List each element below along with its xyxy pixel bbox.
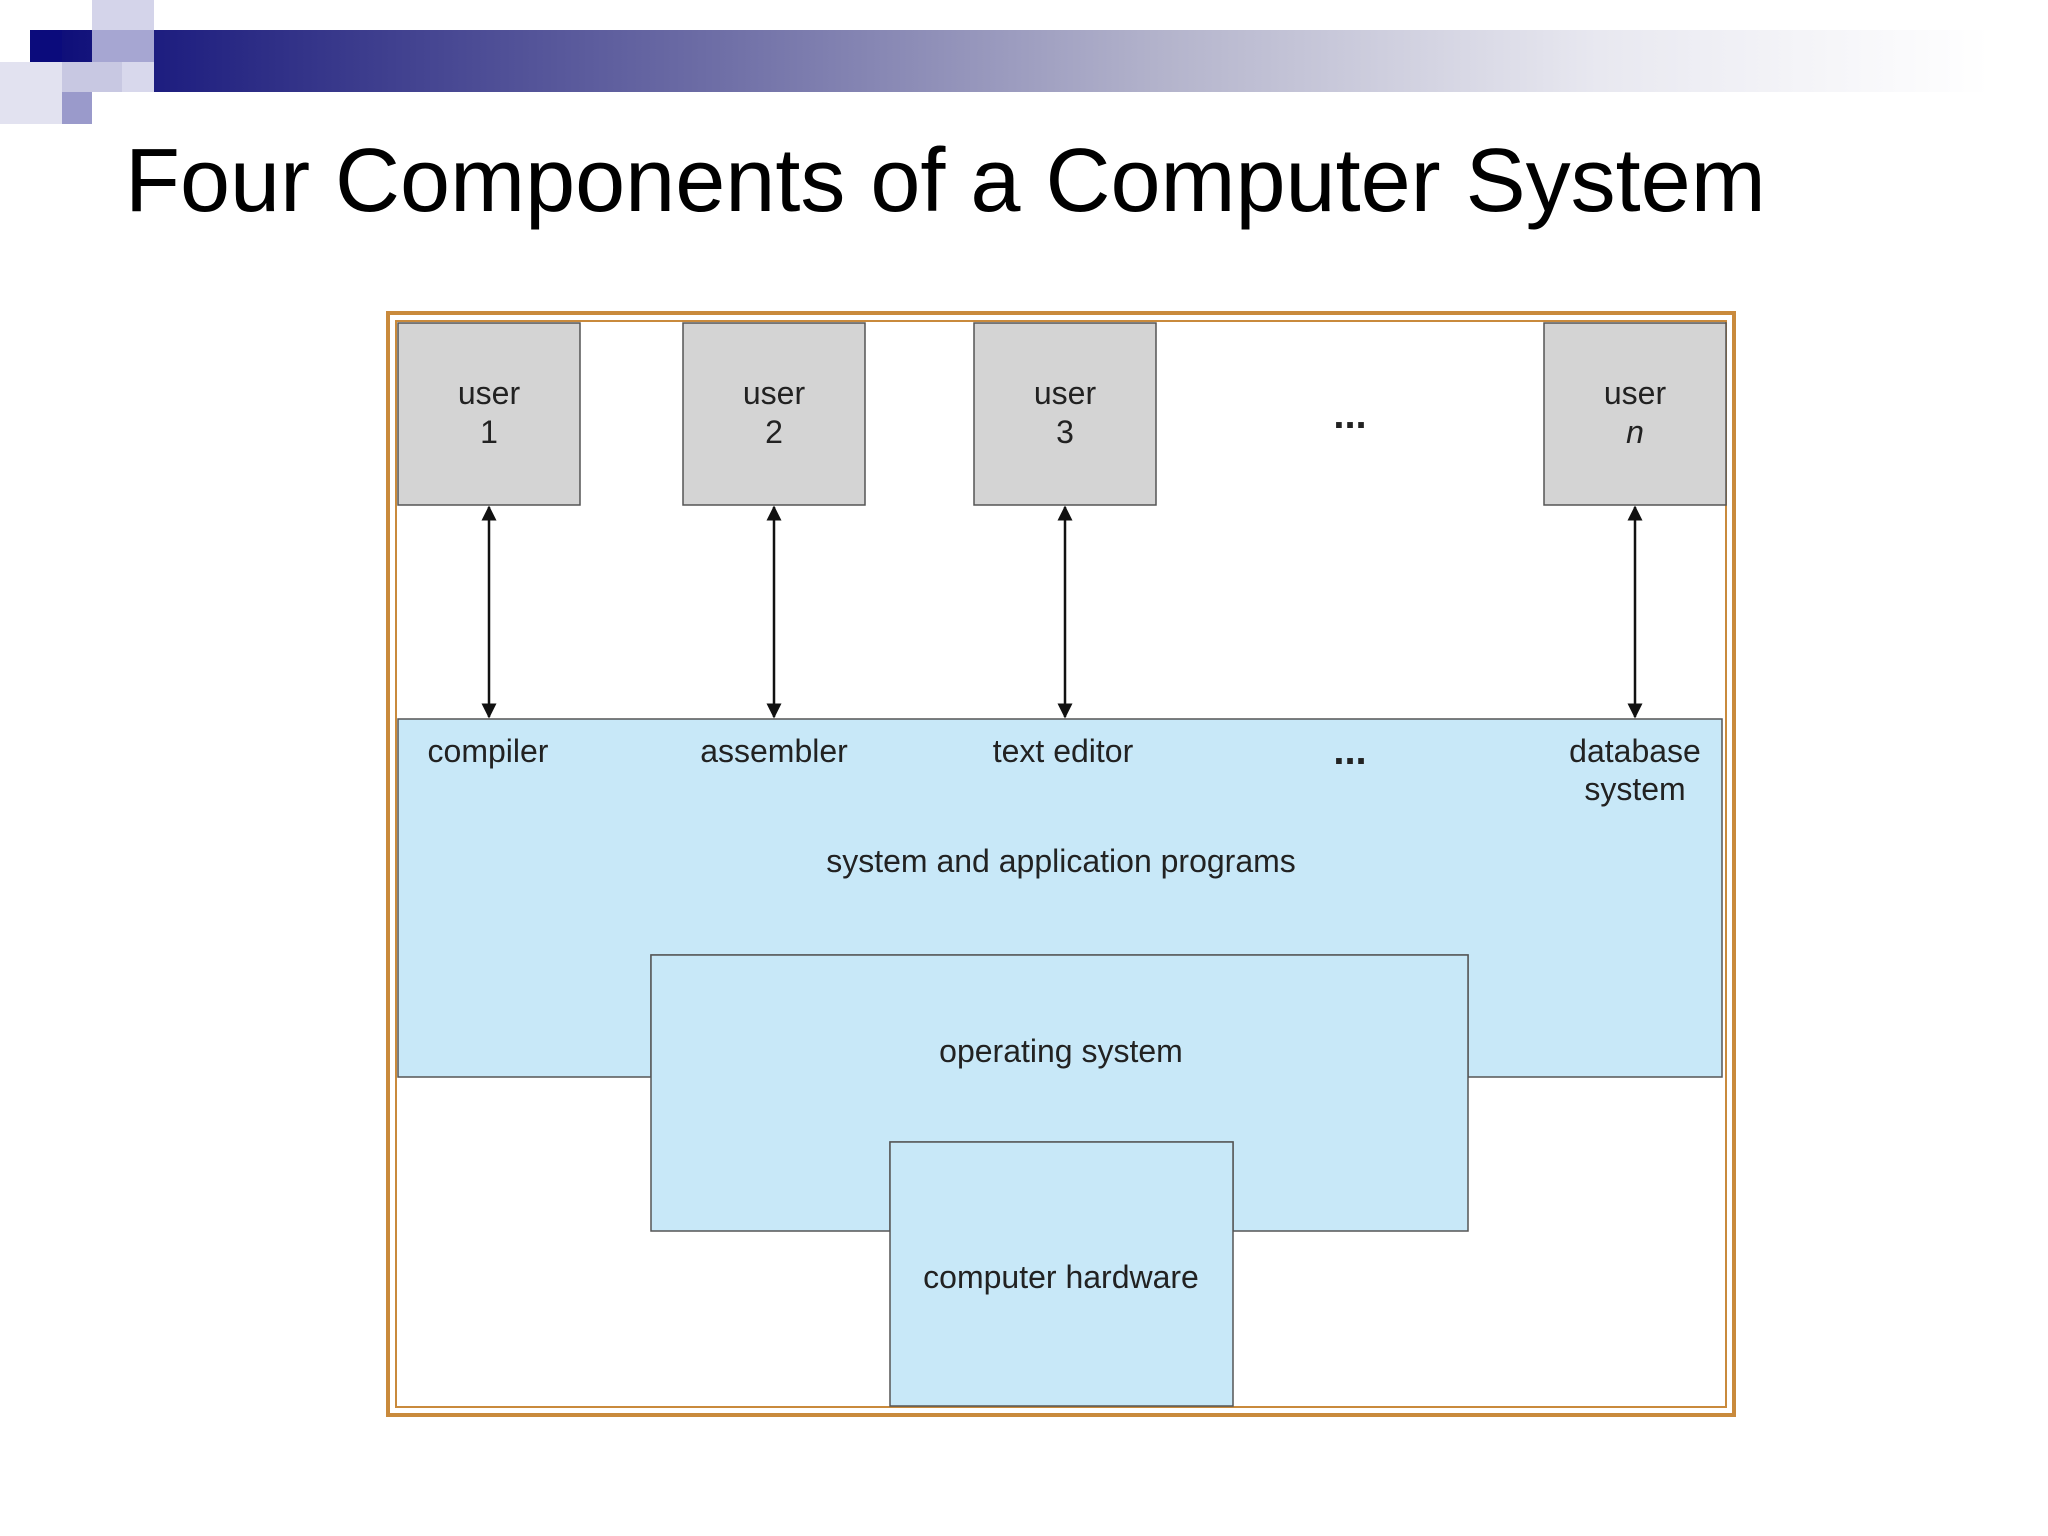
decor-square [30,30,62,62]
program-label-database: database [1569,733,1701,769]
user-box-2 [682,322,866,506]
os-layer-label: operating system [939,1033,1183,1069]
program-label-compiler: compiler [428,733,549,769]
user-box-n [1543,322,1727,506]
decor-square [122,62,154,92]
program-label-text-editor: text editor [993,733,1134,769]
user-number: 2 [765,414,783,450]
user-label: user [743,375,806,411]
user-number: 3 [1056,414,1074,450]
decor-square [92,30,154,62]
program-label-system: system [1584,771,1685,807]
hardware-layer [889,1141,1234,1407]
programs-ellipsis: ... [1333,729,1366,773]
diagram-inner-frame [395,320,1727,1408]
hardware-layer-label: computer hardware [923,1259,1199,1295]
users-ellipsis: ... [1333,393,1366,437]
user-number: n [1626,414,1644,450]
decor-square [62,62,122,92]
user-box-1 [397,322,581,506]
user-box-3 [973,322,1157,506]
programs-layer-label: system and application programs [826,843,1296,879]
header-gradient-bar [30,30,1990,92]
user-label: user [1604,375,1667,411]
user-label: user [1034,375,1097,411]
page-title: Four Components of a Computer System [125,131,1766,231]
user-number: 1 [480,414,498,450]
program-label-assembler: assembler [700,733,848,769]
user-label: user [458,375,521,411]
decor-square [62,92,92,124]
decor-square [0,62,62,124]
